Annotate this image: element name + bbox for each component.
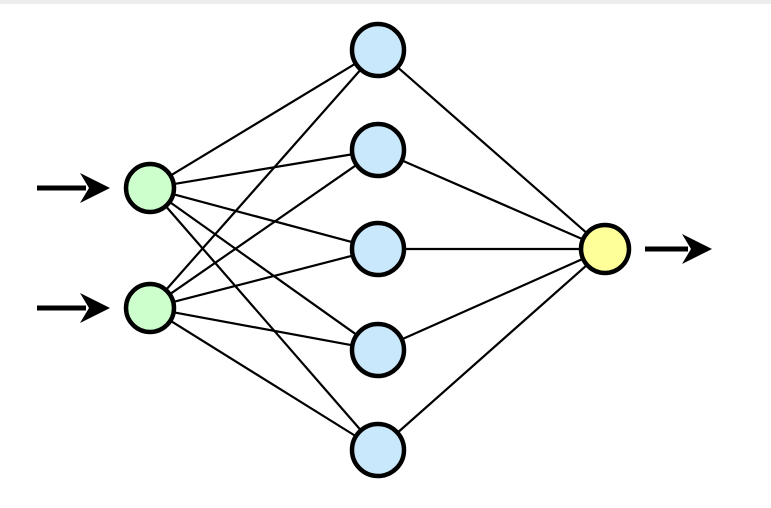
node-circle-o1[interactable]	[578, 222, 632, 276]
nodes-group	[123, 21, 632, 479]
node-circle-h2[interactable]	[349, 121, 407, 179]
node-o1[interactable]	[578, 222, 632, 276]
node-i1[interactable]	[123, 161, 177, 215]
node-h4[interactable]	[349, 321, 407, 379]
input-arrow-1	[37, 173, 110, 203]
edge-h5-o1	[396, 263, 589, 434]
node-h2[interactable]	[349, 121, 407, 179]
edge-i1-h1	[169, 62, 357, 177]
node-circle-i1[interactable]	[123, 161, 177, 215]
edge-i2-h4	[172, 311, 354, 347]
node-circle-h3[interactable]	[349, 220, 407, 278]
edge-i1-h3	[172, 193, 354, 244]
input-arrow-2	[37, 293, 110, 323]
input-arrow-1-head	[80, 173, 110, 203]
edge-h1-o1	[396, 66, 589, 235]
node-circle-h4[interactable]	[349, 321, 407, 379]
edge-i1-h5	[164, 205, 363, 432]
node-h3[interactable]	[349, 220, 407, 278]
edge-i2-h2	[168, 163, 358, 296]
node-i2[interactable]	[123, 281, 177, 335]
node-h5[interactable]	[349, 421, 407, 479]
edge-h4-o1	[400, 257, 585, 341]
edge-i2-h3	[172, 254, 354, 304]
node-circle-i2[interactable]	[123, 281, 177, 335]
node-circle-h1[interactable]	[349, 21, 407, 79]
edge-h2-o1	[400, 159, 585, 241]
edge-i1-h4	[168, 200, 358, 337]
node-circle-h5[interactable]	[349, 421, 407, 479]
edge-i1-h2	[172, 153, 354, 186]
top-edge-band	[0, 0, 771, 4]
output-arrow-1	[645, 234, 712, 264]
node-h1[interactable]	[349, 21, 407, 79]
input-arrow-2-head	[80, 293, 110, 323]
edges-group	[164, 62, 589, 438]
output-arrow-1-head	[682, 234, 712, 264]
edge-i2-h1	[164, 68, 362, 292]
arrows-group	[37, 173, 712, 323]
edge-i2-h5	[169, 319, 358, 438]
